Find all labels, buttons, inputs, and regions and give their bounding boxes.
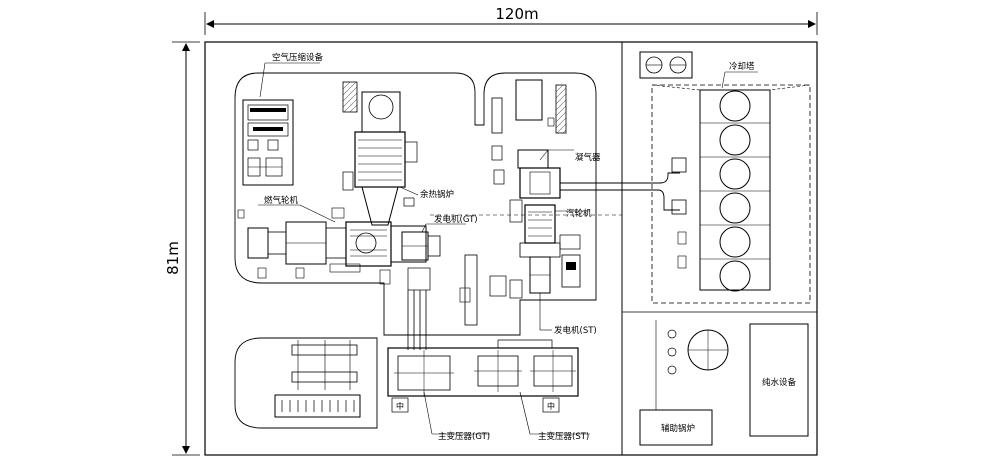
- cooling-water-pipes: [430, 157, 687, 216]
- generator-gt-area: 发电机(GT): [379, 214, 478, 291]
- generator-st-label: 发电机(ST): [554, 325, 597, 336]
- steam-turbine-label: 汽轮机: [566, 208, 592, 219]
- condenser-area: 凝气器: [491, 79, 601, 199]
- air-compressor-label: 空气压缩设备: [272, 52, 324, 63]
- gas-turbine-area: 燃气轮机: [237, 195, 427, 279]
- transformer-mark-right: 中: [547, 401, 555, 411]
- aux-boiler-area: 辅助锅炉: [639, 320, 729, 446]
- height-label: 81m: [164, 241, 182, 275]
- hrsg-area: 余热锅炉: [342, 81, 454, 226]
- pure-water-area: 纯水设备: [749, 323, 809, 437]
- width-label: 120m: [495, 5, 538, 23]
- main-building-road: [234, 72, 597, 336]
- height-dimension: 81m: [164, 41, 200, 456]
- generator-st-area: 发电机(ST): [459, 254, 597, 336]
- cooling-tower-label: 冷却塔: [729, 61, 755, 72]
- transformer-area: 中 中 主变压器(GT) 主变压器(ST): [387, 339, 590, 442]
- site-boundary: [204, 41, 818, 456]
- air-compressor-area: 空气压缩设备: [242, 52, 324, 186]
- bus-duct-gt: [407, 290, 427, 350]
- width-dimension: 120m: [204, 5, 818, 35]
- transformer-mark-left: 中: [396, 401, 404, 411]
- main-transformer-gt-label: 主变压器(GT): [438, 431, 490, 442]
- hrsg-label: 余热锅炉: [420, 189, 454, 200]
- gas-turbine-label: 燃气轮机: [264, 195, 299, 206]
- condenser-label: 凝气器: [575, 152, 601, 163]
- aux-boiler-label: 辅助锅炉: [661, 423, 695, 434]
- lower-left-road: [234, 337, 378, 429]
- cooling-tower-area: 冷却塔: [639, 51, 811, 304]
- steam-turbine-area: 汽轮机: [509, 199, 592, 288]
- generator-gt-label: 发电机(GT): [434, 214, 478, 225]
- main-transformer-st-label: 主变压器(ST): [538, 431, 589, 442]
- pure-water-label: 纯水设备: [762, 377, 797, 388]
- switchyard-area: [274, 340, 361, 418]
